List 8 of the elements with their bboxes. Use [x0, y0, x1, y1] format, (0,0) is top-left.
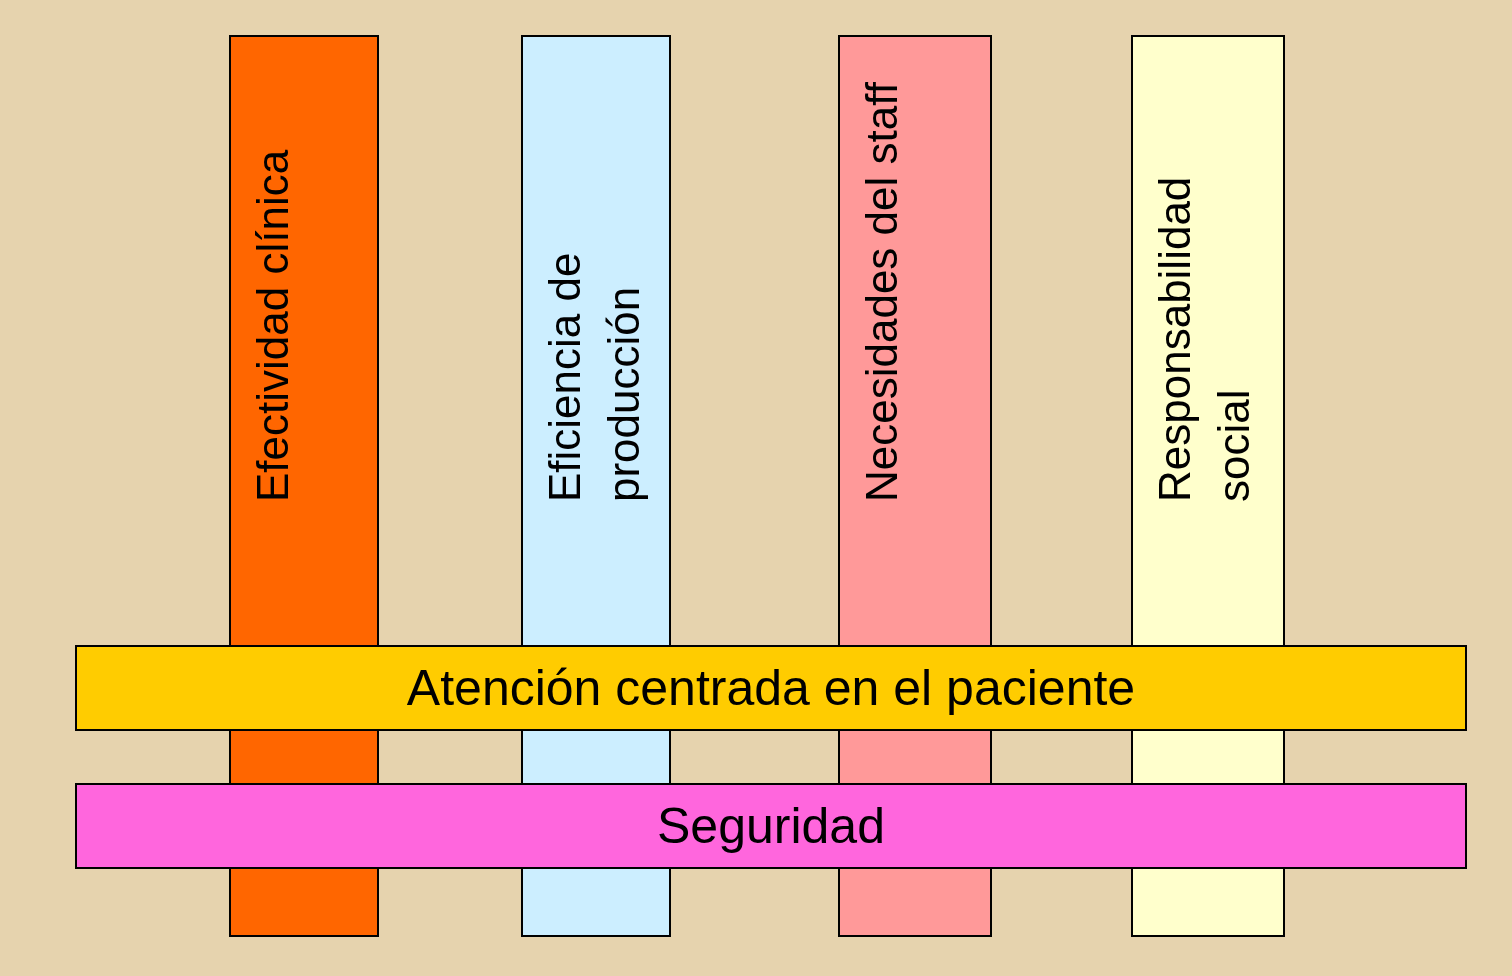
bar-label: Eficiencia de producción	[539, 251, 650, 502]
bar-label: Necesidades del staff	[856, 81, 907, 502]
horizontal-band	[75, 645, 1467, 731]
bar-label: Responsabilidad social	[1149, 175, 1260, 502]
band-label: Atención centrada en el paciente	[406, 663, 1136, 713]
bar-label: Efectividad clínica	[247, 148, 298, 502]
band-label: Seguridad	[657, 801, 885, 851]
horizontal-band	[75, 783, 1467, 869]
